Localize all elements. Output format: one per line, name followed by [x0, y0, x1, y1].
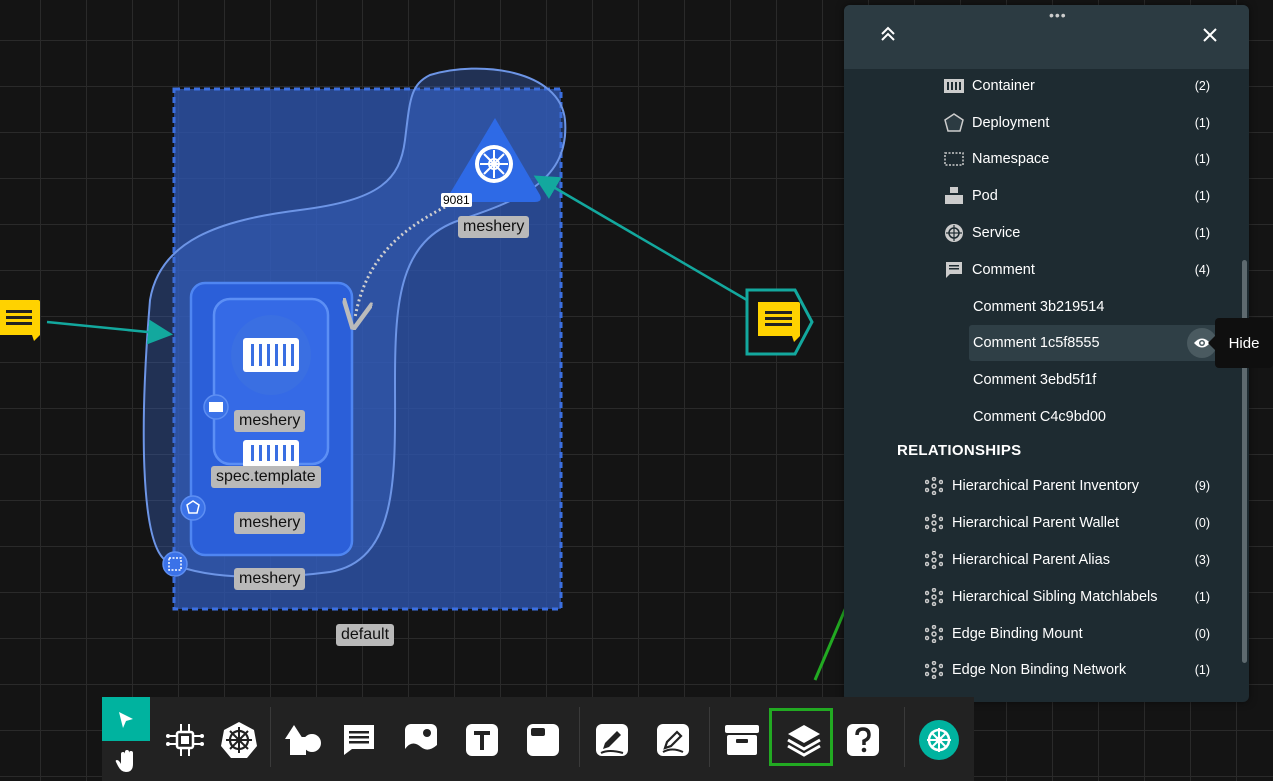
comment-item[interactable]: Comment 3ebd5f1f — [969, 362, 1223, 398]
drag-handle-icon[interactable]: ••• — [1049, 7, 1067, 23]
archive-tool[interactable] — [719, 717, 765, 763]
layers-tool[interactable] — [781, 717, 827, 763]
group-name-label: default — [336, 624, 395, 646]
comment-right-edge[interactable] — [533, 175, 753, 305]
collapse-up-icon[interactable] — [879, 25, 897, 43]
layer-label: Pod — [972, 188, 998, 204]
layer-row-namespace[interactable]: Namespace (1) — [944, 141, 1210, 177]
comment-item-label: Comment C4c9bd00 — [973, 409, 1106, 425]
close-icon[interactable] — [1202, 27, 1218, 43]
hide-tooltip: Hide — [1208, 318, 1273, 368]
layer-count: (1) — [1194, 152, 1210, 166]
layers-panel: ••• Container (2) Deployment (1) Namespa… — [844, 5, 1249, 702]
section-tool[interactable] — [520, 717, 566, 763]
service-icon — [944, 223, 964, 243]
relationship-count: (9) — [1194, 479, 1210, 493]
relationship-row[interactable]: Edge Binding Mount (0) — [924, 616, 1210, 652]
layer-label: Comment — [972, 262, 1035, 278]
comment-item-label: Comment 1c5f8555 — [973, 335, 1100, 351]
text-tool[interactable] — [459, 717, 505, 763]
layer-label: Service — [972, 225, 1021, 241]
toolbar-divider — [904, 707, 905, 767]
relationship-icon — [924, 660, 944, 680]
layer-row-service[interactable]: Service (1) — [944, 215, 1210, 251]
layer-row-pod[interactable]: Pod (1) — [944, 178, 1210, 214]
relationship-row[interactable]: Edge Non Binding Network (1) — [924, 652, 1210, 688]
template-label: spec.template — [211, 466, 321, 488]
deployment-badge-icon — [180, 495, 206, 521]
namespace-badge-icon — [162, 551, 188, 577]
toolbar-divider — [709, 707, 710, 767]
deployment-icon — [944, 113, 964, 133]
layer-label: Deployment — [972, 115, 1050, 131]
comment-left-edge[interactable] — [46, 319, 173, 345]
relationship-count: (1) — [1194, 663, 1210, 677]
comment-item-hovered[interactable]: Comment 1c5f8555 — [969, 325, 1223, 361]
relationship-icon — [924, 513, 944, 533]
relationship-count: (0) — [1194, 516, 1210, 530]
service-name-label: meshery — [458, 216, 530, 238]
eye-icon[interactable] — [1187, 328, 1217, 358]
comment-node-left[interactable] — [0, 300, 40, 341]
namespace-icon — [944, 149, 964, 169]
pen-tool[interactable] — [589, 717, 635, 763]
help-tool[interactable] — [840, 717, 886, 763]
comment-tool[interactable] — [336, 717, 382, 763]
comment-item-label: Comment 3ebd5f1f — [973, 372, 1097, 388]
bottom-toolbar — [102, 697, 974, 781]
comment-item[interactable]: Comment 3b219514 — [969, 289, 1223, 325]
toolbar-divider — [579, 707, 580, 767]
relationship-count: (1) — [1194, 590, 1210, 604]
deployment-name-label: meshery — [234, 512, 306, 534]
layer-row-deployment[interactable]: Deployment (1) — [944, 105, 1210, 141]
relationship-label: Hierarchical Parent Inventory — [952, 478, 1139, 494]
marker-tool[interactable] — [650, 717, 696, 763]
comment-item[interactable]: Comment C4c9bd00 — [969, 399, 1223, 435]
pan-hand-tool[interactable] — [103, 743, 149, 781]
relationship-count: (0) — [1194, 627, 1210, 641]
layer-count: (1) — [1194, 226, 1210, 240]
relationships-title: RELATIONSHIPS — [897, 442, 1022, 459]
service-port-label: 9081 — [441, 193, 472, 207]
relationship-row[interactable]: Hierarchical Parent Alias (3) — [924, 542, 1210, 578]
relationship-label: Edge Binding Mount — [952, 626, 1083, 642]
layer-label: Container — [972, 78, 1035, 94]
relationship-label: Hierarchical Parent Alias — [952, 552, 1110, 568]
layer-label: Namespace — [972, 151, 1050, 167]
relationship-label: Edge Non Binding Network — [952, 662, 1127, 678]
pointer-tool[interactable] — [103, 697, 149, 743]
layer-count: (2) — [1194, 79, 1210, 93]
layer-row-comment[interactable]: Comment (4) — [944, 252, 1210, 288]
relationship-icon — [924, 624, 944, 644]
relationship-count: (3) — [1194, 553, 1210, 567]
pod-name-label: meshery — [234, 410, 306, 432]
relationship-label: Hierarchical Sibling Matchlabels — [952, 589, 1158, 605]
panel-scrollbar[interactable] — [1242, 260, 1247, 663]
comment-node-right[interactable] — [745, 288, 814, 356]
toolbar-divider — [270, 707, 271, 767]
relationship-icon — [924, 476, 944, 496]
layers-tool-highlight — [769, 708, 833, 766]
layer-count: (1) — [1194, 116, 1210, 130]
namespace-name-label: meshery — [234, 568, 306, 590]
panel-header: ••• — [844, 5, 1249, 69]
pod-icon — [944, 186, 964, 206]
relationship-label: Hierarchical Parent Wallet — [952, 515, 1120, 531]
kubernetes-tool[interactable] — [216, 717, 262, 763]
component-tool[interactable] — [162, 717, 208, 763]
relationship-row[interactable]: Hierarchical Parent Inventory (9) — [924, 468, 1210, 504]
relationship-row[interactable]: Hierarchical Sibling Matchlabels (1) — [924, 579, 1210, 615]
layer-count: (4) — [1194, 263, 1210, 277]
image-tool[interactable] — [398, 717, 444, 763]
container-icon — [944, 76, 964, 96]
meshery-logo-tool[interactable] — [916, 717, 962, 763]
comment-item-label: Comment 3b219514 — [973, 299, 1105, 315]
layer-count: (1) — [1194, 189, 1210, 203]
layer-row-container[interactable]: Container (2) — [944, 68, 1210, 104]
comment-icon — [944, 260, 964, 280]
shapes-tool[interactable] — [280, 717, 326, 763]
relationship-row[interactable]: Hierarchical Parent Wallet (0) — [924, 505, 1210, 541]
relationship-icon — [924, 587, 944, 607]
relationship-icon — [924, 550, 944, 570]
